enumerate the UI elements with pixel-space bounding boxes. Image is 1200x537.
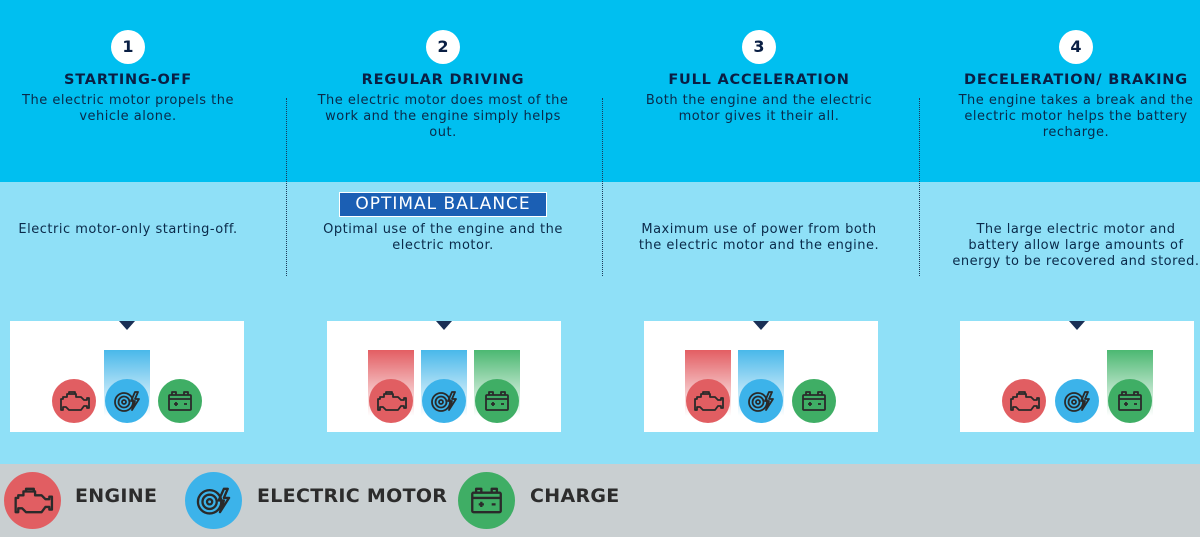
charge-slot [157, 350, 203, 423]
engine-icon [369, 379, 413, 423]
legend-engine-icon [4, 472, 61, 529]
mode-detail: Optimal use of the engine and the electr… [323, 222, 563, 253]
step-number: 2 [426, 30, 460, 64]
motor-slot [421, 350, 467, 423]
engine-icon [52, 379, 96, 423]
mode-title: FULL ACCELERATION [668, 72, 850, 88]
electric-motor-icon [1055, 379, 1099, 423]
charge-slot [474, 350, 520, 423]
legend-engine-label: ENGINE [75, 485, 158, 507]
electric-motor-icon [739, 379, 783, 423]
battery-icon [1108, 379, 1152, 423]
mode-detail: Maximum use of power from both the elect… [638, 222, 880, 253]
engine-slot [685, 350, 731, 423]
power-panel-full-acceleration [644, 321, 878, 432]
step-number: 1 [111, 30, 145, 64]
engine-slot [51, 350, 97, 423]
step-number: 4 [1059, 30, 1093, 64]
column-divider [602, 98, 603, 276]
optimal-balance-badge: OPTIMAL BALANCE [339, 192, 547, 217]
header-band [0, 0, 1200, 182]
electric-motor-icon [105, 379, 149, 423]
mode-description: The electric motor propels the vehicle a… [22, 93, 234, 124]
power-panel-starting-off [10, 321, 244, 432]
motor-slot [1054, 350, 1100, 423]
battery-icon [158, 379, 202, 423]
mode-detail: Electric motor-only starting-off. [18, 222, 238, 237]
battery-icon [792, 379, 836, 423]
power-panel-deceleration-braking [960, 321, 1194, 432]
power-panel-regular-driving [327, 321, 561, 432]
engine-icon [686, 379, 730, 423]
legend-electric-motor-icon [185, 472, 242, 529]
battery-icon [475, 379, 519, 423]
mode-column-full-acceleration: 3 FULL ACCELERATION Both the engine and … [609, 0, 909, 464]
engine-icon [1002, 379, 1046, 423]
mode-column-deceleration-braking: 4 DECELERATION/ BRAKING The engine takes… [926, 0, 1200, 464]
engine-slot [1001, 350, 1047, 423]
step-number: 3 [742, 30, 776, 64]
mode-title: REGULAR DRIVING [361, 72, 525, 88]
mode-title: DECELERATION/ BRAKING [964, 72, 1188, 88]
motor-slot [738, 350, 784, 423]
mode-description: Both the engine and the electric motor g… [645, 93, 873, 124]
mode-description: The electric motor does most of the work… [317, 93, 569, 140]
mode-column-starting-off: 1 STARTING-OFF The electric motor propel… [0, 0, 278, 464]
mode-description: The engine takes a break and the electri… [958, 93, 1194, 140]
column-divider [286, 98, 287, 276]
mode-detail: The large electric motor and battery all… [952, 222, 1200, 269]
electric-motor-icon [422, 379, 466, 423]
caret-indicator [1069, 321, 1085, 330]
legend-electric-motor-label: ELECTRIC MOTOR [257, 485, 448, 507]
charge-slot [791, 350, 837, 423]
legend-charge-label: CHARGE [530, 485, 620, 507]
column-divider [919, 98, 920, 276]
caret-indicator [753, 321, 769, 330]
legend-charge-icon [458, 472, 515, 529]
caret-indicator [436, 321, 452, 330]
motor-slot [104, 350, 150, 423]
caret-indicator [119, 321, 135, 330]
engine-slot [368, 350, 414, 423]
mode-title: STARTING-OFF [63, 72, 193, 88]
charge-slot [1107, 350, 1153, 423]
mode-column-regular-driving: 2 REGULAR DRIVING The electric motor doe… [293, 0, 593, 464]
